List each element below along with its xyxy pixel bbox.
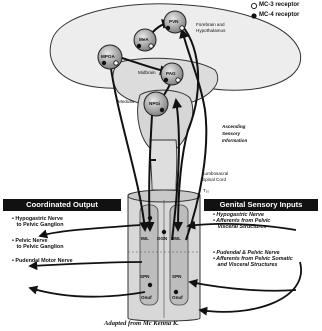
mpoa-label: MPOA <box>101 54 115 59</box>
legend-mc4-label: MC-4 receptor <box>259 12 299 18</box>
npgi-label: NPGi <box>149 101 160 106</box>
pvn-label: PVN <box>169 19 178 24</box>
region-hypothalamus-label: Hypothalamus <box>196 28 225 33</box>
mc4-marker-npgi <box>160 108 164 112</box>
mc3-marker-mea <box>149 44 153 48</box>
mc4-marker-mpoa <box>102 61 106 65</box>
region-forebrain-label: Forebrain and <box>196 22 225 27</box>
mc3-marker-pag <box>176 78 180 82</box>
mc3-marker-mpoa <box>114 61 118 65</box>
region-midbrain-label: Midbrain <box>138 70 156 75</box>
brainstem-outline <box>150 140 177 190</box>
dgn-label: DGN <box>157 236 167 241</box>
inputs-title: Genital Sensory Inputs <box>204 199 318 211</box>
spn-right-label: SPN <box>172 274 181 279</box>
spinal-label-1: Lumbosacral <box>202 171 228 176</box>
mc4-marker-onuf <box>174 290 178 294</box>
mc4-marker-pvn <box>166 26 170 30</box>
input-item-hypogastric: • Hypogastric Nerve • Afferents from Pel… <box>213 212 270 231</box>
ascending-label-1: Ascending <box>222 124 245 129</box>
input-item-pudendal: • Pudendal & Pelvic Nerve • Afferents fr… <box>213 250 293 269</box>
mc4-marker-spn <box>148 283 152 287</box>
legend-mc3-marker <box>251 3 256 8</box>
mc4-marker-mea <box>137 44 141 48</box>
onuf-right-label: Onuf <box>172 295 183 300</box>
output-item-pelvic: • Pelvic Nerve to Pelvic Ganglion <box>12 238 64 250</box>
mc4-marker-pag <box>164 78 168 82</box>
ascending-label-3: Information <box>222 138 247 143</box>
iml-right-label: IML <box>173 236 181 241</box>
iml-left-label: IML <box>141 236 149 241</box>
output-item-pudendal: • Pudendal Motor Nerve <box>12 258 73 264</box>
region-medulla-label: Medulla <box>118 99 134 104</box>
t10-label: T₁₀ <box>203 188 209 193</box>
spinal-label-2: Spinal Cord <box>202 177 226 182</box>
mc4-marker-iml <box>148 216 152 220</box>
onuf-left-label: Onuf <box>141 295 152 300</box>
ascending-label-2: Sensory <box>222 131 240 136</box>
mea-label: MeA <box>139 37 149 42</box>
s1-label: S₁ <box>201 308 206 313</box>
pag-label: PAG <box>166 71 176 76</box>
mc3-marker-pvn <box>180 26 184 30</box>
mc4-marker-dgn <box>162 230 166 234</box>
legend-mc3-label: MC-3 receptor <box>259 2 299 8</box>
output-item-hypogastric: • Hypogastric Nerve to Pelvic Ganglion <box>12 216 64 228</box>
input-pudendal-line <box>190 282 296 291</box>
spn-left-label: SPN <box>140 274 149 279</box>
caption: Adapted from Mc Kenna K. <box>104 320 179 327</box>
output-title: Coordinated Output <box>3 199 121 211</box>
legend-mc4-marker <box>251 13 256 18</box>
